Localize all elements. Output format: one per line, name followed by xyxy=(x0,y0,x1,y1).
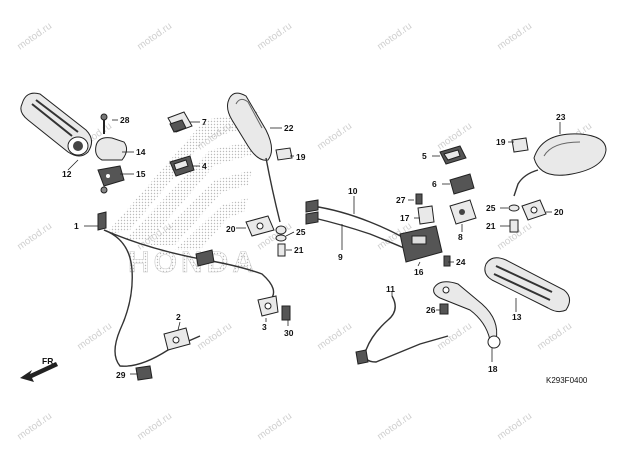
watermark-text: motod.ru xyxy=(15,21,54,53)
watermark-text: motod.ru xyxy=(315,321,354,353)
cable-clip-part xyxy=(163,327,191,351)
callout-23: 23 xyxy=(556,112,566,122)
callout-21: 21 xyxy=(486,221,496,231)
screw-part xyxy=(439,303,449,315)
watermark-text: motod.ru xyxy=(135,21,174,53)
screw-part xyxy=(135,365,153,381)
callout-25: 25 xyxy=(296,227,306,237)
callout-28: 28 xyxy=(120,115,130,125)
part-number-labels: 12 28 14 15 7 4 22 19 20 25 21 1 2 29 3 … xyxy=(62,112,566,380)
watermark-text: motod.ru xyxy=(15,221,54,253)
left-grip-part xyxy=(20,92,92,157)
left-mirror-part xyxy=(227,92,287,235)
callout-26: 26 xyxy=(426,305,436,315)
callout-20: 20 xyxy=(554,207,564,217)
callout-15: 15 xyxy=(136,169,146,179)
watermark-text: motod.ru xyxy=(535,321,574,353)
watermark-text: motod.ru xyxy=(255,21,294,53)
callout-7: 7 xyxy=(202,117,207,127)
screw-part xyxy=(100,113,108,134)
mirror-cover-part xyxy=(511,137,529,153)
nut-part xyxy=(275,234,287,242)
switch-assembly-part xyxy=(399,199,477,263)
switch-cover-part xyxy=(439,145,467,165)
bolt-part xyxy=(277,243,286,257)
watermark-text: motod.ru xyxy=(15,411,54,443)
callout-8: 8 xyxy=(458,232,463,242)
mirror-cover-part xyxy=(275,147,293,161)
callout-13: 13 xyxy=(512,312,522,322)
callout-30: 30 xyxy=(284,328,294,338)
watermark-text: motod.ru xyxy=(495,21,534,53)
right-mirror-part xyxy=(513,133,607,197)
clamp-part xyxy=(167,111,193,133)
honda-wing-logo: HONDA xyxy=(105,110,260,279)
brake-lever-part xyxy=(433,281,501,349)
leader-lines xyxy=(67,119,561,375)
switch-cable-part xyxy=(305,199,405,249)
watermark-text: motod.ru xyxy=(495,411,534,443)
mirror-bracket-part xyxy=(245,215,275,237)
throttle-cable-part xyxy=(97,211,275,367)
watermark-text: motod.ru xyxy=(195,321,234,353)
callout-1: 1 xyxy=(74,221,79,231)
callout-6: 6 xyxy=(432,179,437,189)
watermark-text: motod.ru xyxy=(255,411,294,443)
watermark-text: motod.ru xyxy=(375,411,414,443)
watermark-text: motod.ru xyxy=(435,321,474,353)
callout-9: 9 xyxy=(338,252,343,262)
watermark-text: motod.ru xyxy=(135,411,174,443)
callout-22: 22 xyxy=(284,123,294,133)
screw-part xyxy=(443,255,451,267)
front-direction-label: FR. xyxy=(42,356,56,366)
front-direction-arrow-icon: FR. xyxy=(20,356,58,382)
callout-10: 10 xyxy=(348,186,358,196)
callout-16: 16 xyxy=(414,267,424,277)
callout-5: 5 xyxy=(422,151,427,161)
cable-bracket-part xyxy=(257,295,279,317)
callout-27: 27 xyxy=(396,195,406,205)
watermark-text: motod.ru xyxy=(315,121,354,153)
callout-14: 14 xyxy=(136,147,146,157)
callout-20: 20 xyxy=(226,224,236,234)
callout-12: 12 xyxy=(62,169,72,179)
callout-4: 4 xyxy=(202,161,207,171)
callout-19: 19 xyxy=(496,137,506,147)
callout-18: 18 xyxy=(488,364,498,374)
callout-19: 19 xyxy=(296,152,306,162)
watermark-text: motod.ru xyxy=(375,21,414,53)
switch-knob-part xyxy=(449,173,475,195)
honda-logo-text: HONDA xyxy=(128,246,258,279)
callout-11: 11 xyxy=(386,284,395,294)
right-grip-part xyxy=(484,257,570,313)
bolt-part xyxy=(281,305,291,321)
callout-21: 21 xyxy=(294,245,304,255)
clutch-cable-part xyxy=(355,295,449,365)
holder-part xyxy=(169,155,195,177)
callout-29: 29 xyxy=(116,370,126,380)
mirror-bracket-part xyxy=(521,199,547,221)
callout-17: 17 xyxy=(400,213,410,223)
nut-part xyxy=(508,204,520,212)
screw-part xyxy=(415,193,423,205)
callout-3: 3 xyxy=(262,322,267,332)
diagram-code: K293F0400 xyxy=(546,376,588,385)
callout-2: 2 xyxy=(176,312,181,322)
callout-25: 25 xyxy=(486,203,496,213)
switch-housing-part xyxy=(95,137,128,194)
callout-24: 24 xyxy=(456,257,466,267)
watermark-text: motod.ru xyxy=(75,321,114,353)
bolt-part xyxy=(509,219,519,233)
